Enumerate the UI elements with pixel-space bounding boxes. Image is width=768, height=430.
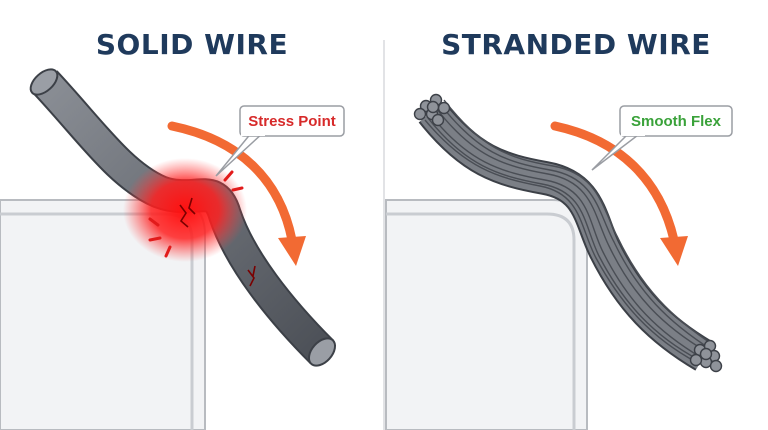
stranded-panel: Smooth Flex — [385, 93, 733, 430]
solid-wire-end-top — [29, 68, 59, 96]
crack-marks — [179, 197, 256, 287]
stress-glow — [123, 158, 247, 262]
solid-wire-end-bottom — [307, 337, 337, 367]
stranded-wire-title: STRANDED WIRE — [441, 28, 711, 61]
stranded-block — [385, 199, 588, 430]
stress-point-label: Stress Point — [248, 113, 336, 130]
solid-panel: Stress Point — [0, 68, 345, 430]
solid-bend-arrow — [167, 121, 297, 245]
smooth-flex-label: Smooth Flex — [631, 113, 722, 130]
solid-wire-title: SOLID WIRE — [95, 28, 289, 61]
stranded-end-bottom — [689, 339, 723, 373]
stranded-bend-arrow-head — [660, 236, 688, 266]
stress-sparks — [148, 170, 244, 258]
stranded-bend-arrow — [550, 121, 679, 245]
stress-point-callout: Stress Point — [215, 105, 345, 177]
solid-bend-arrow-head — [278, 236, 306, 266]
strand-lines — [424, 99, 716, 363]
stranded-wire-fill — [420, 102, 712, 369]
stranded-block-inner — [386, 212, 576, 430]
smooth-flex-callout: Smooth Flex — [591, 105, 733, 171]
stranded-end-top — [413, 93, 451, 127]
